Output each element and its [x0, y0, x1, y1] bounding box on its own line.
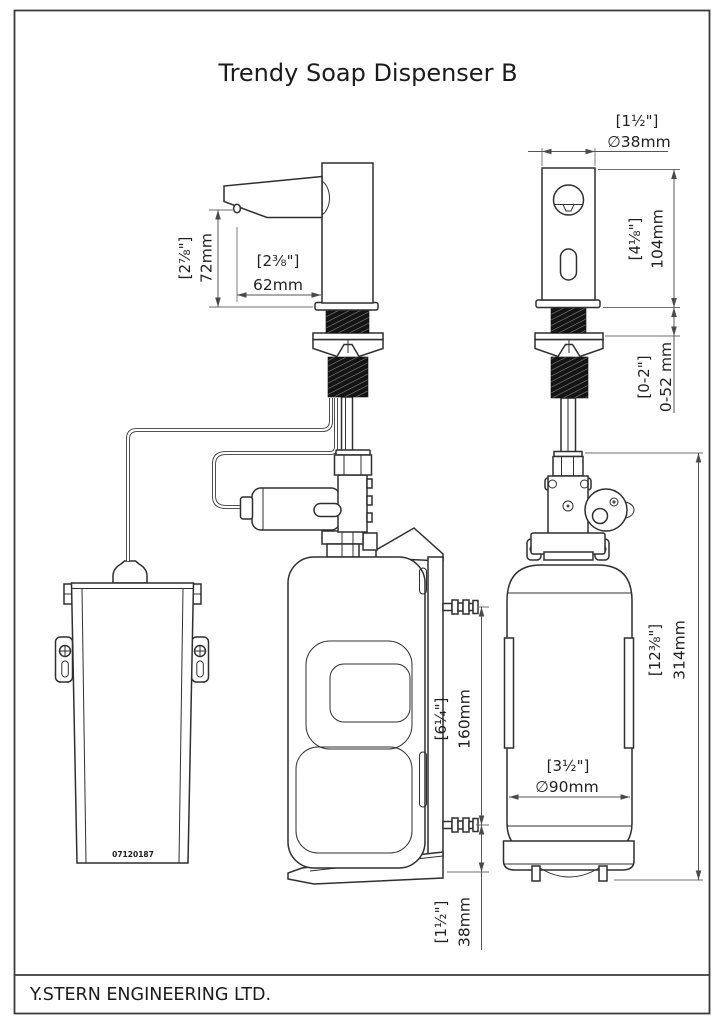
mounting-nut	[534, 338, 604, 358]
bracket-skirt	[502, 840, 635, 871]
dim-label: 0-52 mm	[657, 342, 675, 412]
spout	[223, 175, 323, 219]
wiring	[126, 398, 338, 561]
faucet-side-view	[223, 162, 384, 476]
bracket-rail-left	[503, 637, 515, 749]
dim-label: [6¼"]	[432, 698, 450, 741]
cable-connector	[239, 496, 254, 520]
nut-washer	[312, 332, 384, 341]
dim-label: [3½"]	[547, 757, 590, 775]
cable-grommet	[112, 560, 148, 584]
bracket-rail-right	[623, 637, 635, 749]
motor-nub	[625, 501, 635, 519]
dim-label: [4⅛"]	[626, 218, 644, 261]
sensor-window	[559, 248, 578, 281]
mounting-nut	[312, 338, 384, 358]
bottle-recess-upper	[305, 640, 413, 750]
page-title: Trendy Soap Dispenser B	[217, 59, 517, 87]
sheet-border	[13, 9, 711, 1015]
dim-body-width: [1½"] ∅38mm	[528, 112, 671, 166]
dim-label: [1½"]	[616, 112, 659, 130]
bracket-hook	[375, 527, 444, 562]
dim-fitting-spacing: [6¼"] 160mm	[432, 606, 489, 826]
foot	[598, 865, 608, 882]
faucet-front-view	[534, 167, 604, 453]
lower-fitting	[442, 817, 479, 833]
company-name: Y.STERN ENGINEERING LTD.	[29, 985, 271, 1005]
priming-pin	[313, 502, 342, 518]
thread-upper	[550, 307, 587, 334]
nut-washer	[534, 332, 604, 341]
bottle-front-view	[502, 450, 635, 882]
dim-spout-height: [2⅞"] 72mm	[176, 209, 313, 308]
dim-label: 72mm	[198, 233, 216, 283]
faucet-body	[321, 162, 374, 304]
dim-spout-reach: [2⅜"] 62mm	[236, 227, 321, 302]
keyhole-slot	[196, 660, 204, 678]
base-flange	[535, 299, 601, 309]
spout-outlet	[562, 204, 575, 212]
mounting-ear-left	[54, 636, 74, 683]
thread-lower	[327, 356, 369, 398]
spout-outlet-bezel	[552, 184, 585, 216]
pump-side-view	[239, 474, 373, 533]
control-box: 07120187	[54, 560, 210, 864]
dim-overall-height: [12⅜"] 314mm	[585, 452, 703, 881]
compression-fitting	[333, 454, 373, 476]
soap-outlet-drip	[232, 203, 242, 214]
dim-label: [1½"]	[432, 901, 450, 944]
control-box-body	[70, 582, 195, 864]
sensor-cable	[126, 398, 333, 561]
dim-label: ∅90mm	[535, 778, 598, 796]
dim-label: [2⅞"]	[176, 237, 194, 280]
dim-label: ∅38mm	[607, 133, 670, 151]
dim-bottom-offset: [1½"] 38mm	[432, 825, 489, 950]
soap-bottle	[287, 556, 426, 869]
dim-label: 62mm	[253, 276, 303, 294]
mounting-ear-right	[190, 636, 210, 683]
dim-label: [12⅜"]	[646, 624, 664, 676]
dim-label: 314mm	[671, 620, 689, 680]
compression-fitting	[552, 455, 584, 477]
supply-tube	[340, 396, 354, 453]
dim-body-height: [4⅛"] 104mm	[598, 169, 680, 308]
dim-label: 160mm	[456, 689, 474, 749]
dim-label: [0-2"]	[635, 355, 653, 398]
bottle-side-view	[287, 527, 479, 885]
bottle-recess-lower	[295, 746, 413, 854]
mounting-plate	[530, 532, 606, 555]
upper-fitting	[442, 599, 479, 615]
dim-label: [2⅜"]	[257, 252, 300, 270]
dim-deck-range: [0-2"] 0-52 mm	[605, 307, 680, 413]
serial-number-label: 07120187	[112, 850, 154, 859]
soap-bottle	[506, 564, 633, 853]
dim-label: 104mm	[649, 209, 667, 269]
dim-label: 38mm	[456, 897, 474, 947]
foot	[531, 865, 541, 882]
pump-body	[337, 474, 368, 533]
dim-bottle-diameter: [3½"] ∅90mm	[509, 757, 630, 800]
thread-upper	[325, 309, 370, 334]
thread-lower	[550, 356, 589, 399]
pump-motor	[584, 488, 628, 532]
keyhole-slot	[61, 660, 69, 678]
